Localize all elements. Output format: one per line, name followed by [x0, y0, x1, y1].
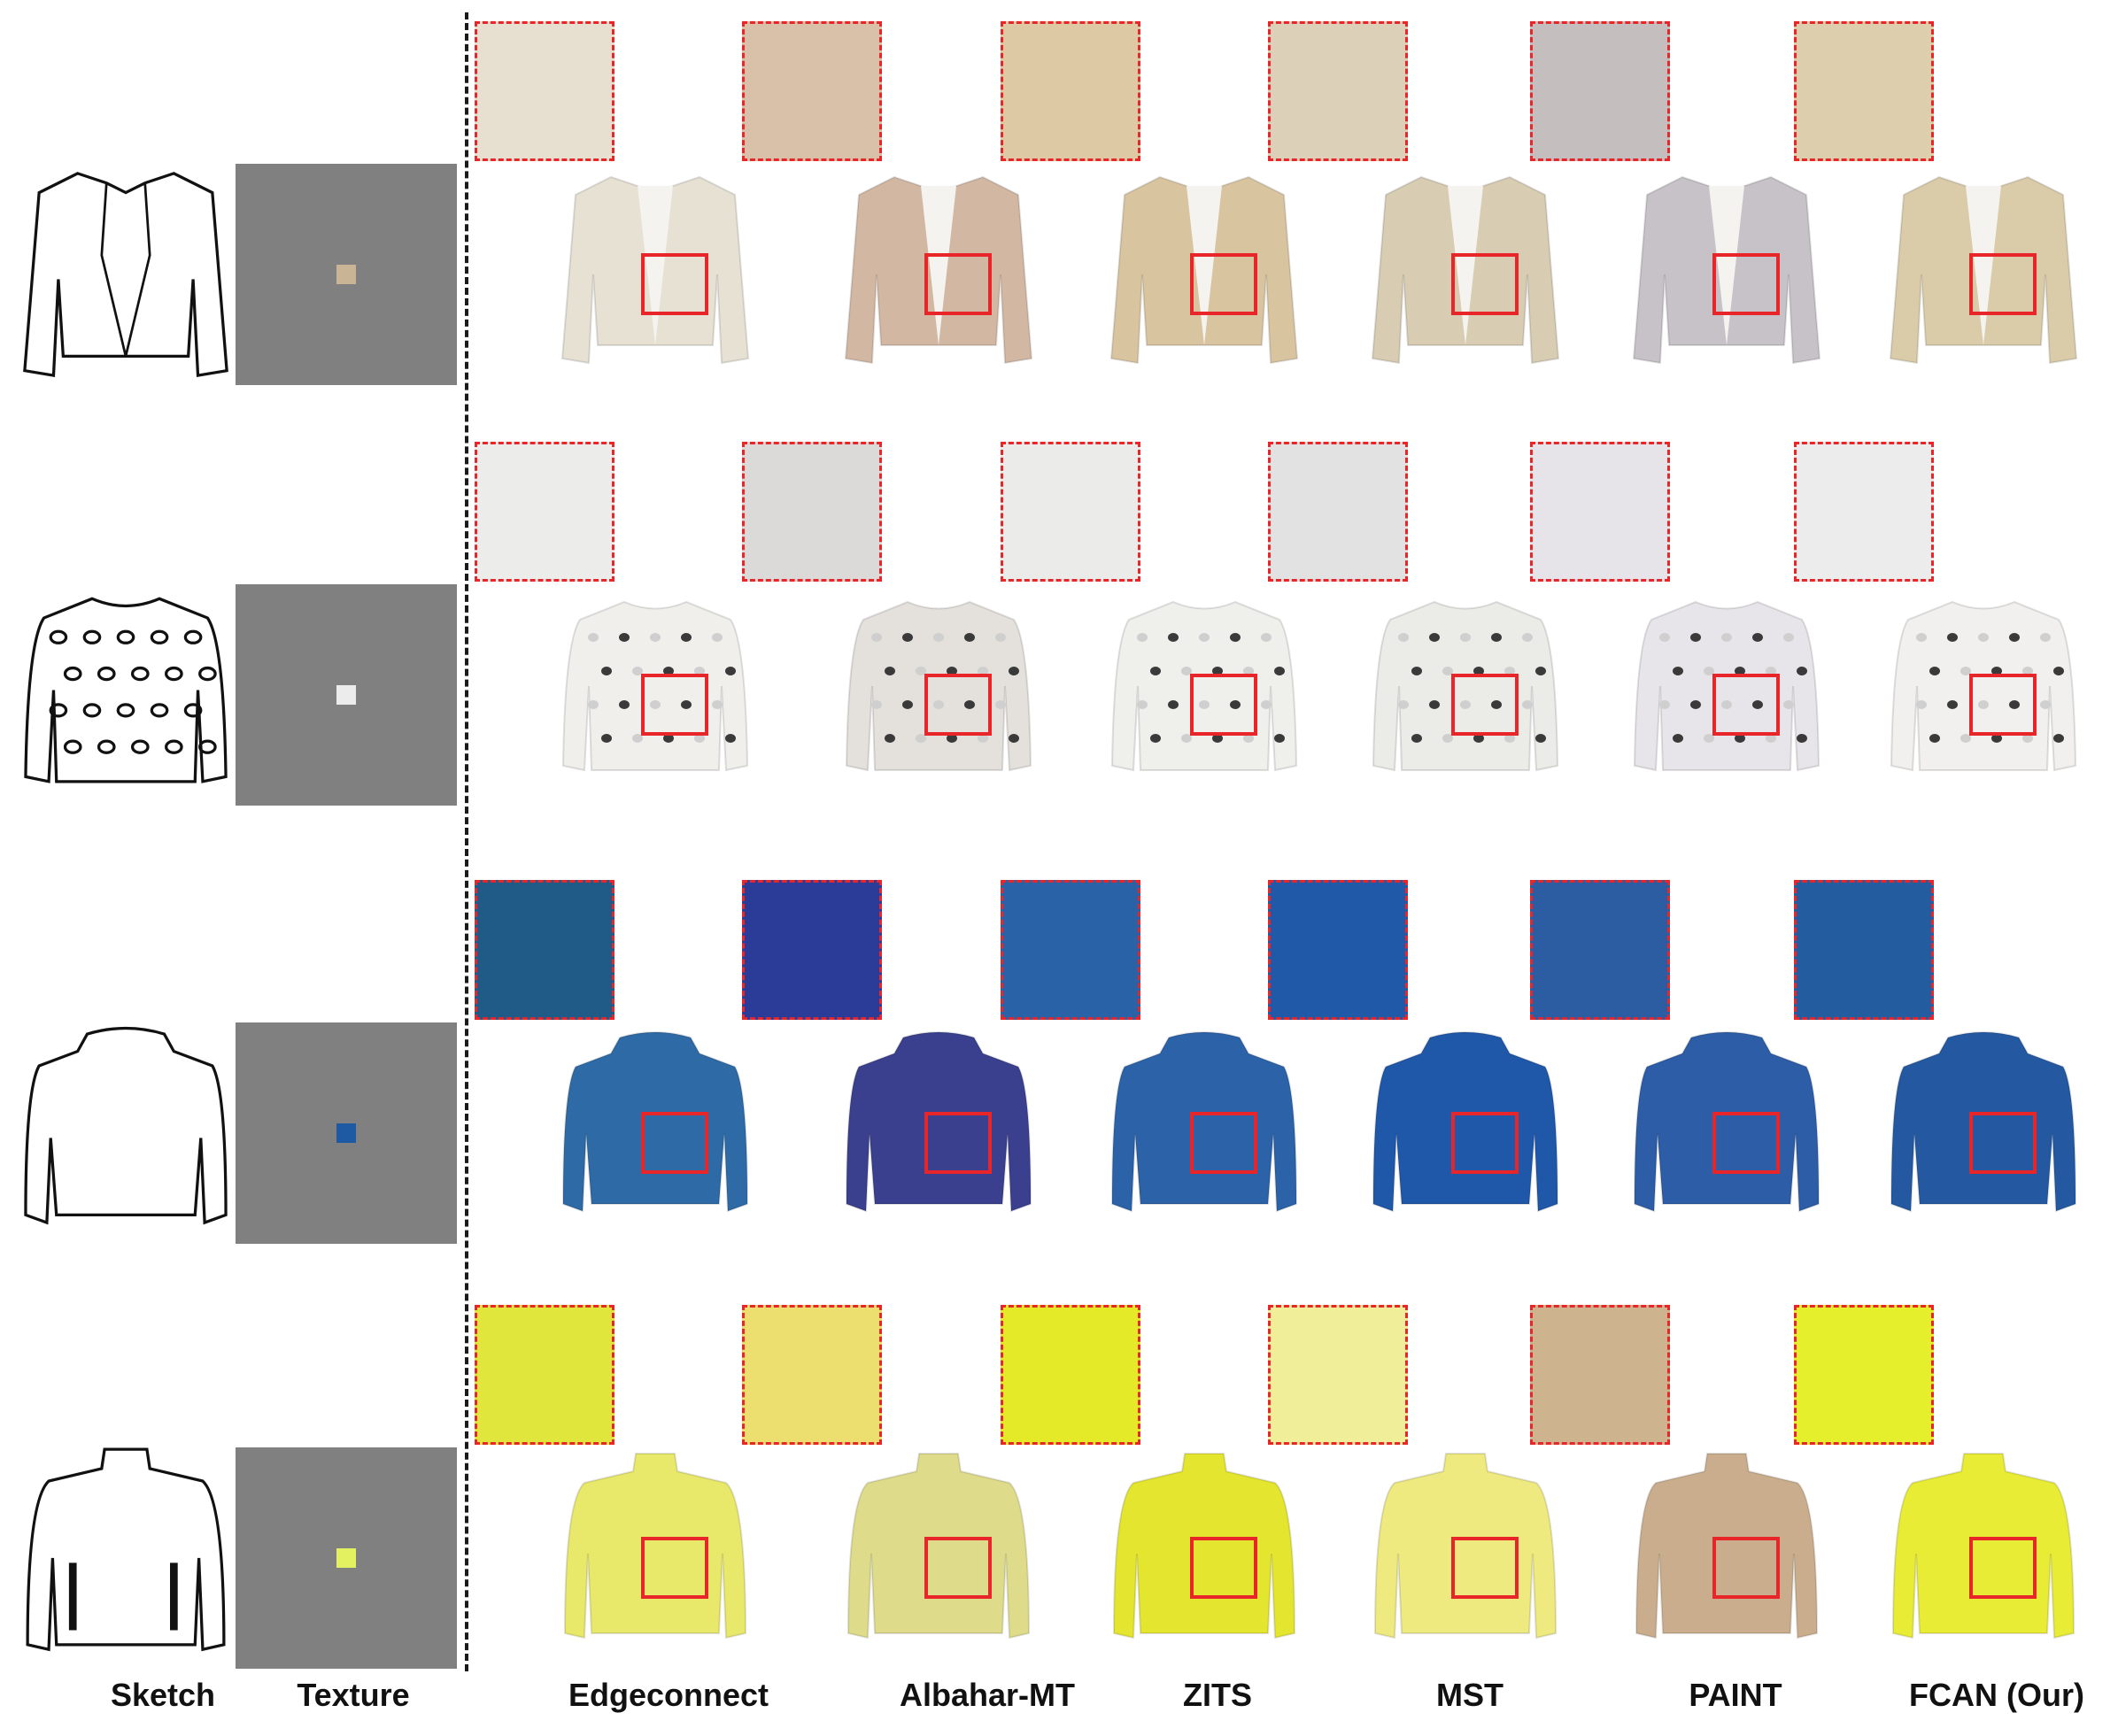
result-hoodie-2 — [1107, 1027, 1302, 1231]
result-polka-dot-sweater-2 — [1107, 589, 1302, 792]
highlight-box — [1712, 1537, 1780, 1599]
highlight-box — [641, 253, 708, 315]
result-blazer-0 — [558, 168, 753, 372]
result-polka-dot-sweater-3 — [1368, 589, 1563, 792]
result-hoodie-5 — [1886, 1027, 2081, 1231]
result-turtleneck-0 — [558, 1452, 753, 1655]
label-method-albahar-mt: Albahar-MT — [900, 1677, 1075, 1713]
texture-input-polka-dot-sweater — [236, 584, 457, 806]
texture-patch — [336, 1548, 356, 1568]
highlight-box — [1969, 1537, 2037, 1599]
texture-patch — [336, 685, 356, 705]
label-texture: Texture — [297, 1677, 410, 1713]
zoom-crop-turtleneck-2 — [1001, 1305, 1140, 1445]
zoom-crop-turtleneck-5 — [1794, 1305, 1934, 1445]
texture-input-blazer — [236, 164, 457, 385]
result-turtleneck-5 — [1886, 1452, 2081, 1655]
zoom-crop-hoodie-4 — [1530, 880, 1670, 1020]
label-method-zits: ZITS — [1183, 1677, 1252, 1713]
highlight-box — [924, 253, 992, 315]
result-hoodie-4 — [1629, 1027, 1824, 1231]
result-hoodie-3 — [1368, 1027, 1563, 1231]
sketch-turtleneck — [19, 1447, 232, 1669]
result-turtleneck-3 — [1368, 1452, 1563, 1655]
highlight-box — [1969, 674, 2037, 736]
zoom-crop-polka-dot-sweater-3 — [1268, 442, 1408, 582]
highlight-box — [1190, 1112, 1257, 1174]
result-turtleneck-1 — [841, 1452, 1036, 1655]
result-hoodie-0 — [558, 1027, 753, 1231]
zoom-crop-turtleneck-0 — [475, 1305, 615, 1445]
result-blazer-4 — [1629, 168, 1824, 372]
highlight-box — [1451, 1112, 1519, 1174]
zoom-crop-polka-dot-sweater-2 — [1001, 442, 1140, 582]
result-turtleneck-4 — [1629, 1452, 1824, 1655]
texture-input-turtleneck — [236, 1447, 457, 1669]
result-polka-dot-sweater-0 — [558, 589, 753, 792]
zoom-crop-hoodie-5 — [1794, 880, 1934, 1020]
highlight-box — [641, 674, 708, 736]
highlight-box — [1451, 1537, 1519, 1599]
label-sketch: Sketch — [110, 1677, 216, 1713]
highlight-box — [1712, 253, 1780, 315]
zoom-crop-hoodie-3 — [1268, 880, 1408, 1020]
zoom-crop-blazer-0 — [475, 21, 615, 161]
label-method-edgeconnect: Edgeconnect — [568, 1677, 769, 1713]
sketch-polka-dot-sweater — [19, 584, 232, 806]
label-method-mst: MST — [1436, 1677, 1503, 1713]
zoom-crop-polka-dot-sweater-5 — [1794, 442, 1934, 582]
highlight-box — [1451, 253, 1519, 315]
zoom-crop-polka-dot-sweater-1 — [742, 442, 882, 582]
label-method-fcan-our: FCAN (Our) — [1909, 1677, 2084, 1713]
highlight-box — [1190, 1537, 1257, 1599]
zoom-crop-hoodie-2 — [1001, 880, 1140, 1020]
label-method-paint: PAINT — [1689, 1677, 1782, 1713]
result-blazer-2 — [1107, 168, 1302, 372]
sketch-blazer — [19, 164, 232, 385]
result-hoodie-1 — [841, 1027, 1036, 1231]
highlight-box — [924, 1537, 992, 1599]
result-blazer-3 — [1368, 168, 1563, 372]
result-blazer-1 — [841, 168, 1036, 372]
zoom-crop-polka-dot-sweater-0 — [475, 442, 615, 582]
highlight-box — [641, 1112, 708, 1174]
zoom-crop-blazer-2 — [1001, 21, 1140, 161]
zoom-crop-blazer-3 — [1268, 21, 1408, 161]
zoom-crop-blazer-4 — [1530, 21, 1670, 161]
zoom-crop-turtleneck-3 — [1268, 1305, 1408, 1445]
result-polka-dot-sweater-4 — [1629, 589, 1824, 792]
zoom-crop-turtleneck-4 — [1530, 1305, 1670, 1445]
zoom-crop-turtleneck-1 — [742, 1305, 882, 1445]
highlight-box — [1712, 674, 1780, 736]
dashed-divider — [465, 12, 468, 1671]
highlight-box — [924, 674, 992, 736]
result-turtleneck-2 — [1107, 1452, 1302, 1655]
zoom-crop-polka-dot-sweater-4 — [1530, 442, 1670, 582]
highlight-box — [641, 1537, 708, 1599]
zoom-crop-hoodie-0 — [475, 880, 615, 1020]
texture-patch — [336, 1123, 356, 1143]
zoom-crop-blazer-5 — [1794, 21, 1934, 161]
highlight-box — [1190, 253, 1257, 315]
zoom-crop-hoodie-1 — [742, 880, 882, 1020]
result-polka-dot-sweater-5 — [1886, 589, 2081, 792]
result-polka-dot-sweater-1 — [841, 589, 1036, 792]
highlight-box — [1969, 253, 2037, 315]
result-blazer-5 — [1886, 168, 2081, 372]
highlight-box — [1969, 1112, 2037, 1174]
highlight-box — [924, 1112, 992, 1174]
highlight-box — [1451, 674, 1519, 736]
sketch-hoodie — [19, 1022, 232, 1244]
texture-patch — [336, 265, 356, 284]
texture-input-hoodie — [236, 1022, 457, 1244]
highlight-box — [1712, 1112, 1780, 1174]
highlight-box — [1190, 674, 1257, 736]
zoom-crop-blazer-1 — [742, 21, 882, 161]
